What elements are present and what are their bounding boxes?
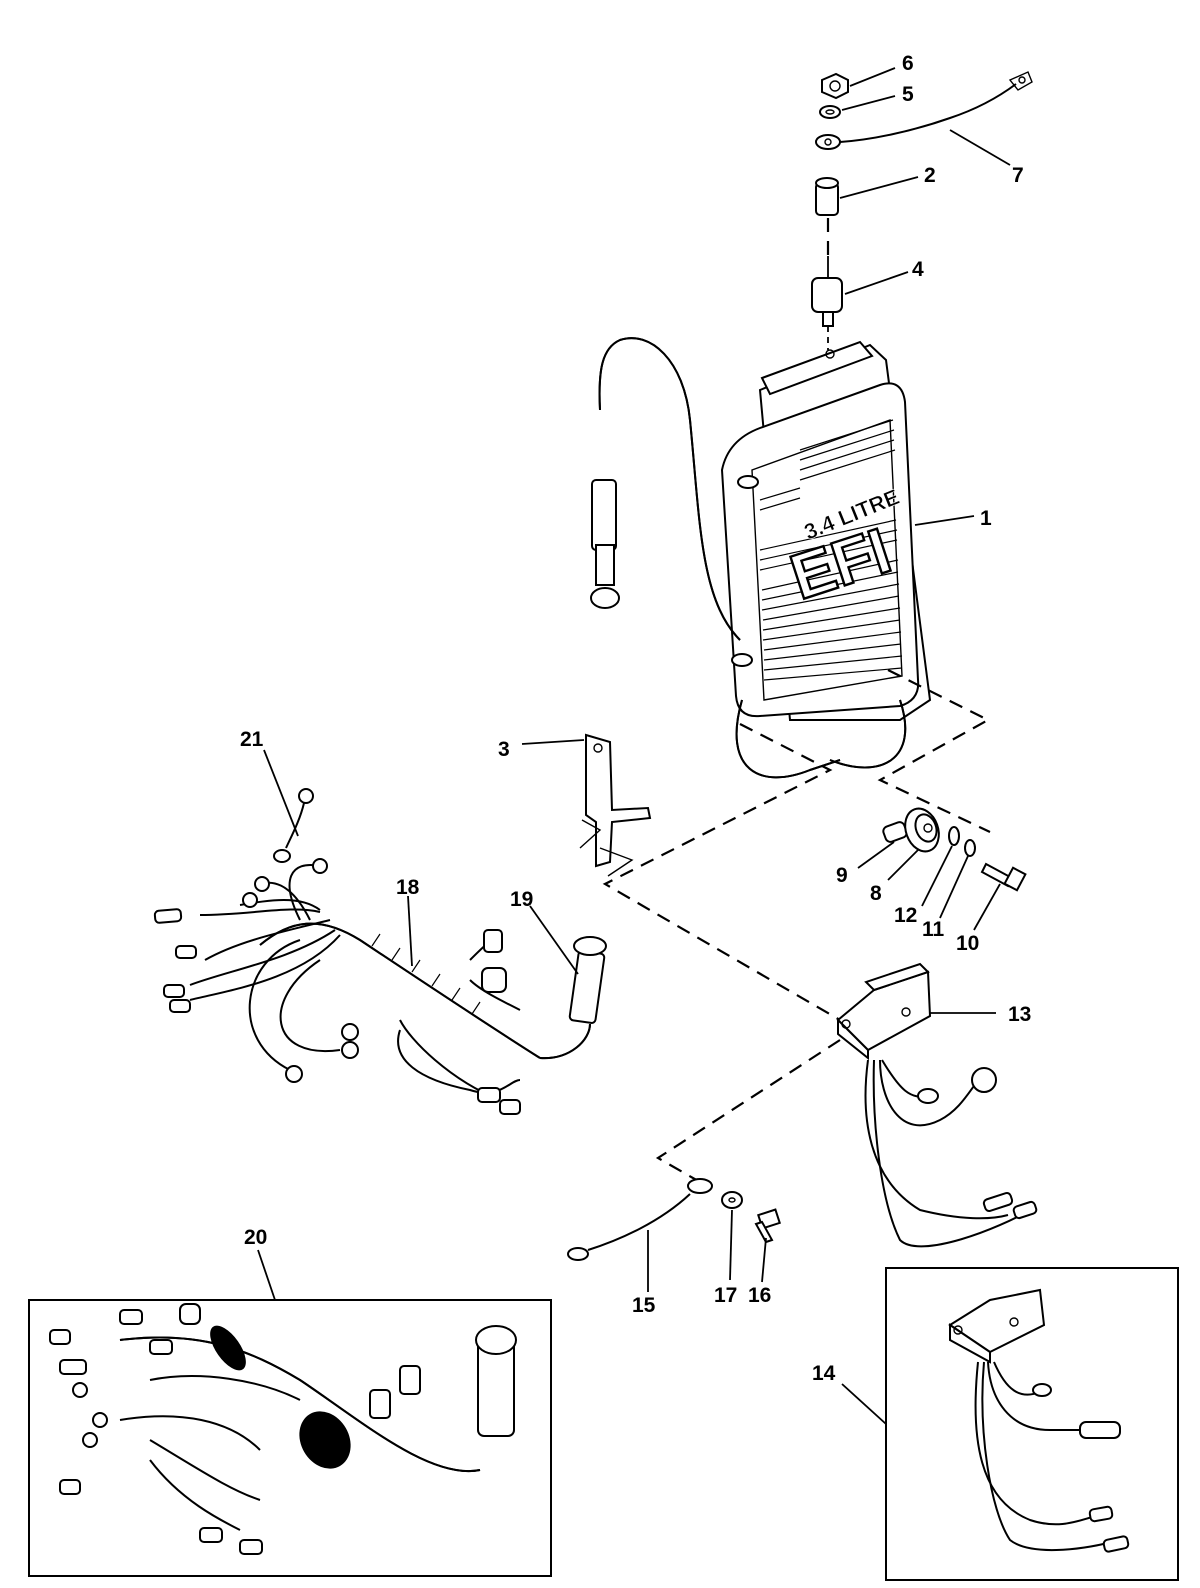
part-16-screw [754, 1208, 781, 1244]
callout-3: 3 [498, 738, 510, 761]
leader-lines [257, 67, 1011, 1425]
callout-9: 9 [836, 864, 848, 887]
inset-20-box [28, 1299, 552, 1577]
part-4-ferrite-filter [811, 256, 843, 350]
callout-19: 19 [510, 888, 533, 911]
part-12-washer [948, 826, 960, 846]
part-5-washer [819, 105, 841, 119]
part-7-ground-cable [815, 71, 1033, 150]
callout-18: 18 [396, 876, 420, 899]
callout-13: 13 [1008, 1003, 1031, 1026]
part-11-washer [964, 839, 976, 857]
callout-15: 15 [632, 1294, 656, 1317]
part-3-bracket [579, 733, 652, 877]
callout-21: 21 [240, 728, 264, 751]
part-18-wiring-harness [153, 858, 541, 1115]
inset-14-box [885, 1267, 1179, 1581]
callout-6: 6 [902, 52, 914, 75]
callout-10: 10 [956, 932, 979, 955]
callout-4: 4 [912, 258, 924, 281]
callout-numbers: 1 2 3 4 5 6 7 8 9 10 11 12 13 14 15 16 1… [240, 52, 1031, 1385]
part-1-ecm-module: 3.4 LITRE EFI [590, 337, 932, 779]
part-17-washer [721, 1191, 743, 1209]
dash-line [877, 669, 991, 833]
part-19-connector [539, 936, 607, 1060]
callout-17: 17 [714, 1284, 737, 1307]
callout-11: 11 [922, 918, 945, 941]
callout-5: 5 [902, 83, 914, 106]
part-9-sleeve [882, 821, 908, 843]
callout-2: 2 [924, 164, 936, 187]
callout-1: 1 [980, 507, 992, 530]
callout-7: 7 [1012, 164, 1024, 187]
part-10-bolt [980, 862, 1027, 892]
callout-14: 14 [812, 1362, 836, 1385]
dash-line [655, 1039, 841, 1183]
dash-line [602, 723, 841, 1021]
part-21-ground-lead [273, 788, 314, 863]
ecm-fins [759, 419, 903, 681]
part-15-ground-cable [567, 1178, 713, 1261]
part-6-nut [821, 72, 849, 100]
callout-12: 12 [894, 904, 917, 927]
callout-20: 20 [244, 1226, 267, 1249]
part-8-grommet [904, 807, 940, 853]
part-13-module [836, 962, 1038, 1248]
callout-16: 16 [748, 1284, 771, 1307]
part-2-spacer [815, 177, 839, 216]
callout-8: 8 [870, 882, 882, 905]
